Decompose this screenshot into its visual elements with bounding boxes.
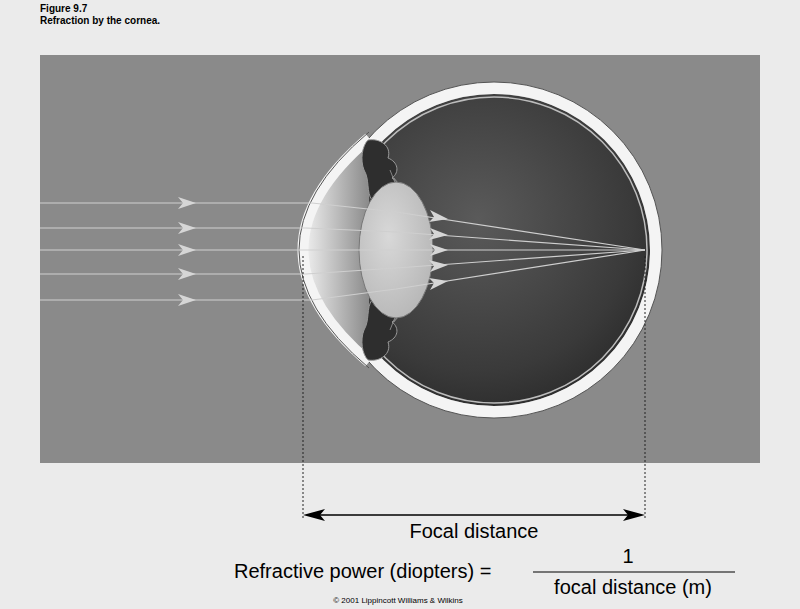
copyright-note: © 2001 Lippincott Williams & Wilkins [333,597,463,605]
guide-lines [303,256,645,520]
dimension-arrowhead [303,509,325,521]
background-panel [40,55,760,463]
figure-caption: Refraction by the cornea. [40,16,160,26]
fraction-bar [533,571,735,572]
ray-arrowheads [178,197,448,306]
formula-numerator: 1 [622,546,633,566]
formula-text: Refractive power (diopters) = [234,561,491,581]
dimension-label: Focal distance [410,521,539,541]
dimension-line [310,514,638,516]
dimension-arrowhead [623,509,645,521]
formula-denominator: focal distance (m) [554,577,712,597]
light-rays [40,203,645,300]
figure-number: Figure 9.7 [40,4,87,14]
